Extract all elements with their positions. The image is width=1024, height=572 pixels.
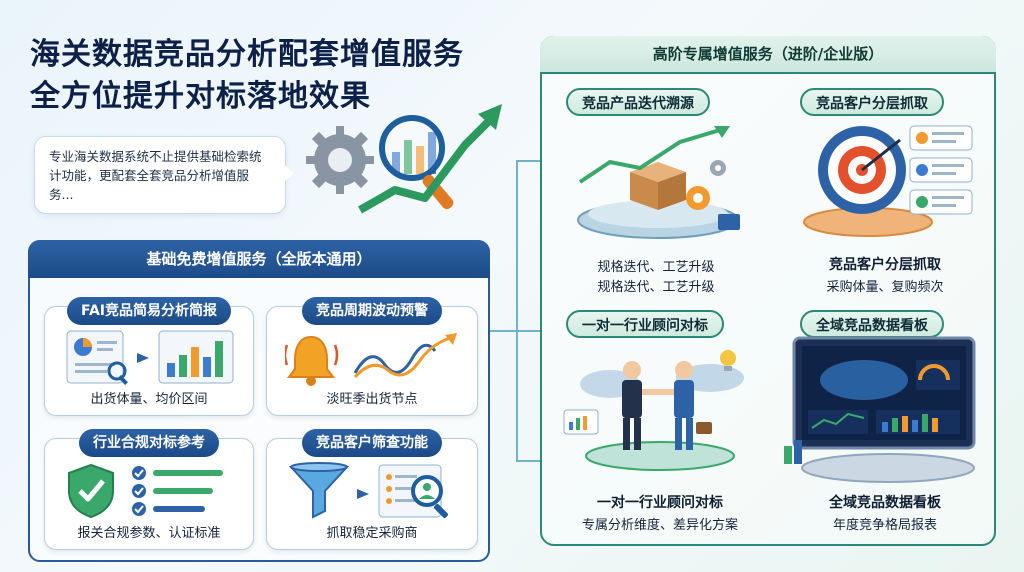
card-fai-brief: FAI竞品简易分析简报 出货体量、均价区间 <box>44 297 254 416</box>
consultant-right-icon <box>674 361 712 450</box>
card-customer-screening-tag: 竞品客户筛查功能 <box>302 429 442 457</box>
hero-growth-illustration <box>306 104 502 214</box>
card-customer-screening: 竞品客户筛查功能 抓取稳定采购商 <box>266 429 478 550</box>
checklist-icon <box>132 466 223 516</box>
shield-check-icon <box>68 463 223 519</box>
section-tiering-line1: 竞品客户分层抓取 <box>829 257 941 273</box>
bell-icon <box>285 335 339 386</box>
card-compliance-tag: 行业合规对标参考 <box>79 429 219 457</box>
title-line-2: 全方位提升对标落地效果 <box>30 79 371 114</box>
premium-services-title: 高阶专属增值服务（进阶/企业版） <box>540 36 996 74</box>
rising-arrow-icon <box>358 104 502 214</box>
chip-icon <box>718 214 740 230</box>
lightbulb-icon <box>720 350 736 371</box>
target-tiering-illustration <box>803 125 973 237</box>
card-cycle-alert-tag: 竞品周期波动预警 <box>302 297 442 325</box>
connector-bottom <box>516 460 540 462</box>
section-tiering-line2: 采购体量、复购频次 <box>826 280 944 295</box>
gear-small-icon <box>686 160 726 210</box>
card-compliance: 行业合规对标参考 报关合规参数、认证标准 <box>44 429 254 550</box>
intro-callout: 专业海关数据系统不止提供基础检索统计功能，更配套全套竞品分析增值服务... <box>34 136 294 214</box>
report-chart-icon <box>66 330 234 385</box>
card-cycle-alert: 竞品周期波动预警 淡旺季出货节点 <box>266 297 478 416</box>
basic-services-title: 基础免费增值服务（全版本通用） <box>28 240 490 278</box>
section-consultant-line1: 一对一行业顾问对标 <box>597 495 723 511</box>
trend-wave-icon <box>353 333 457 379</box>
magnifier-icon <box>379 115 454 210</box>
funnel-search-icon <box>289 462 448 519</box>
connector-trunk <box>516 160 518 460</box>
card-fai-brief-caption: 出货体量、均价区间 <box>90 392 208 407</box>
mini-chart-icon <box>563 409 599 435</box>
card-compliance-caption: 报关合规参数、认证标准 <box>77 526 221 541</box>
section-consultant-line2: 专属分析维度、差异化方案 <box>581 518 738 533</box>
handshake-illustration <box>563 350 744 471</box>
box-icon <box>630 162 686 210</box>
gear-icon <box>306 126 374 194</box>
title-line-1: 海关数据竞品分析配套增值服务 <box>30 37 464 72</box>
cube-stack-icon <box>784 440 802 464</box>
section-tiering-tag: 竞品客户分层抓取 <box>800 88 944 116</box>
connector-mid <box>490 330 540 332</box>
target-icon <box>818 126 906 214</box>
section-dashboard-tag: 全域竞品数据看板 <box>800 310 944 338</box>
monitor-icon <box>792 336 976 450</box>
section-dashboard-line1: 全域竞品数据看板 <box>829 495 941 511</box>
bar-chart-icon <box>392 132 436 174</box>
main-title: 海关数据竞品分析配套增值服务 全方位提升对标落地效果 <box>30 34 500 118</box>
profile-search-icon <box>378 464 448 518</box>
connector-top <box>516 160 540 162</box>
dashboard-monitor-illustration <box>784 336 976 483</box>
section-iteration-line1: 规格迭代、工艺升级 <box>597 260 715 275</box>
bell-wave-icon <box>285 333 457 386</box>
card-customer-screening-caption: 抓取稳定采购商 <box>326 526 418 541</box>
customer-card-icons <box>909 125 973 215</box>
section-iteration-tag: 竞品产品迭代溯源 <box>566 88 710 116</box>
product-iteration-illustration <box>577 126 740 239</box>
card-cycle-alert-caption: 淡旺季出货节点 <box>326 392 418 407</box>
funnel-icon <box>289 462 350 519</box>
card-fai-brief-tag: FAI竞品简易分析简报 <box>66 297 232 325</box>
consultant-left-icon <box>622 361 642 450</box>
section-dashboard-line2: 年度竞争格局报表 <box>832 518 937 533</box>
section-consultant-tag: 一对一行业顾问对标 <box>566 310 724 338</box>
section-iteration-line2: 规格迭代、工艺升级 <box>597 280 715 295</box>
